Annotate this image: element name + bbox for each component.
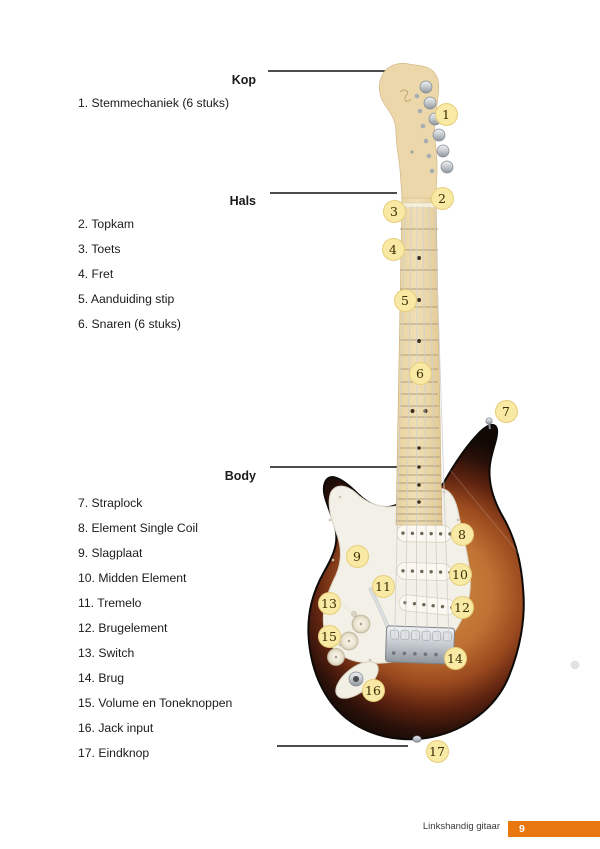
end-pin <box>412 735 422 743</box>
part-item-11: 11. Tremelo <box>78 596 142 610</box>
part-item-4: 4. Fret <box>78 267 114 281</box>
section-label-body: Body <box>224 469 256 483</box>
fret-dots <box>410 256 428 504</box>
guitar-illustration <box>307 63 580 743</box>
diagram-badge-10: 10 <box>448 562 472 586</box>
diagram-badge-3: 3 <box>382 199 406 223</box>
jack-plate <box>335 661 379 699</box>
diagram-badge-17: 17 <box>425 739 449 763</box>
part-item-1: 1. Stemmechaniek (6 stuks) <box>78 96 230 110</box>
part-item-3: 3. Toets <box>78 242 121 256</box>
part-item-15: 15. Volume en Toneknoppen <box>78 696 233 710</box>
pointer-line-body <box>270 466 400 468</box>
diagram-badge-12: 12 <box>450 595 474 619</box>
pointer-line-hals <box>270 192 397 194</box>
page-artifact-dot <box>570 660 580 670</box>
headstock <box>378 63 454 199</box>
diagram-badge-9: 9 <box>345 544 369 568</box>
neck-pickup <box>396 524 452 543</box>
diagram-badge-13: 13 <box>317 591 341 615</box>
part-item-13: 13. Switch <box>78 646 135 660</box>
diagram-badge-4: 4 <box>381 237 405 261</box>
part-item-6: 6. Snaren (6 stuks) <box>78 317 181 331</box>
part-item-16: 16. Jack input <box>78 721 154 735</box>
section-label-hals: Hals <box>229 194 256 208</box>
diagram-badge-2: 2 <box>430 186 454 210</box>
diagram-badge-5: 5 <box>393 288 417 312</box>
footer-section-label: Linkshandig gitaar <box>422 821 500 832</box>
pointer-line-eindknop <box>277 745 408 747</box>
part-item-7: 7. Straplock <box>78 496 143 510</box>
page-number: 9 <box>519 823 525 835</box>
bridge-assembly <box>384 625 456 665</box>
strings <box>394 205 450 641</box>
part-item-14: 14. Brug <box>78 671 125 685</box>
straplock-button <box>485 417 493 430</box>
headstock-logo <box>399 89 412 102</box>
part-item-9: 9. Slagplaat <box>78 546 143 560</box>
diagram-badge-15: 15 <box>317 624 341 648</box>
part-item-8: 8. Element Single Coil <box>78 521 198 535</box>
diagram-badge-6: 6 <box>408 361 432 385</box>
part-item-17: 17. Eindknop <box>78 746 150 760</box>
part-item-2: 2. Topkam <box>78 217 135 231</box>
part-item-12: 12. Brugelement <box>78 621 168 635</box>
string-tree <box>410 150 414 154</box>
middle-pickup <box>396 561 452 582</box>
diagram-badge-16: 16 <box>361 678 385 702</box>
section-label-kop: Kop <box>231 73 256 87</box>
diagram-badge-1: 1 <box>434 102 458 126</box>
diagram-badge-11: 11 <box>371 574 395 598</box>
volume-tone-knobs <box>327 614 371 666</box>
diagram-badge-14: 14 <box>443 646 467 670</box>
diagram-badge-7: 7 <box>494 399 518 423</box>
footer-page-number-bar: 9 <box>508 821 600 837</box>
part-item-10: 10. Midden Element <box>78 571 187 585</box>
part-item-5: 5. Aanduiding stip <box>78 292 175 306</box>
diagram-badge-8: 8 <box>450 522 474 546</box>
pointer-line-kop <box>268 70 400 72</box>
